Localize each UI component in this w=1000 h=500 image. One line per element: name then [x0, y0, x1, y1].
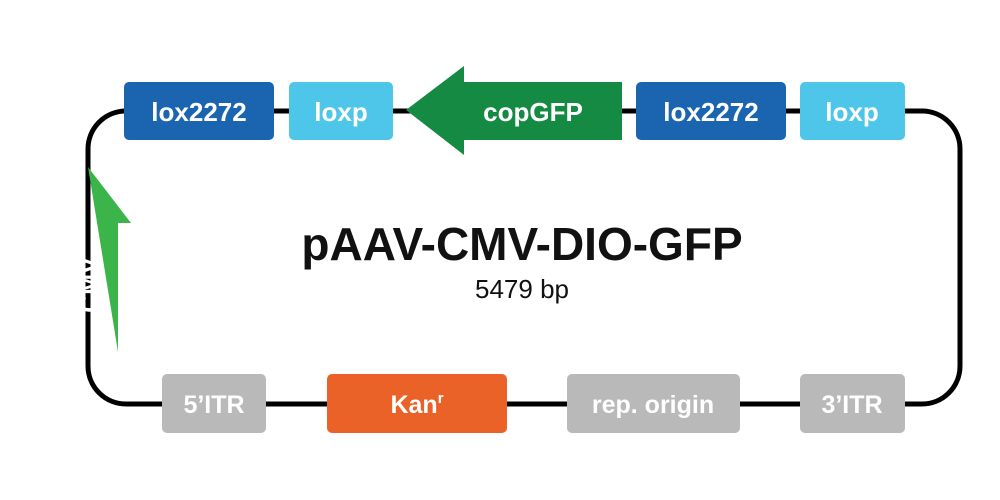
loxp-left-label: loxp — [314, 97, 367, 127]
rep-origin-label: rep. origin — [592, 391, 714, 419]
lox2272-left-box — [124, 82, 274, 140]
lox2272-right-label: lox2272 — [663, 97, 758, 127]
loxp-right-label: loxp — [825, 97, 878, 127]
itr5-box — [162, 374, 266, 433]
feature-kanr: Kanr — [327, 374, 507, 433]
lox2272-right-box — [636, 82, 786, 140]
itr5-label: 5’ITR — [183, 391, 244, 419]
feature-loxp-right: loxp — [800, 82, 905, 140]
kanr-label-superscript: r — [438, 390, 444, 407]
kanr-box — [327, 374, 507, 433]
copgfp-label: copGFP — [483, 97, 583, 127]
kanr-label: Kanr — [390, 390, 443, 419]
lox2272-left-label: lox2272 — [151, 97, 246, 127]
loxp-left-box — [289, 82, 393, 140]
feature-copgfp-arrow: copGFP — [406, 66, 622, 155]
feature-cmv-arrow: CMV — [76, 167, 131, 352]
feature-5itr: 5’ITR — [162, 374, 266, 433]
rep-origin-box — [567, 374, 740, 433]
feature-lox2272-right: lox2272 — [636, 82, 786, 140]
feature-loxp-left: loxp — [289, 82, 393, 140]
cmv-arrow-shape — [88, 167, 131, 352]
plasmid-size: 5479 bp — [475, 274, 569, 304]
kanr-label-main: Kan — [390, 391, 437, 419]
loxp-right-box — [800, 82, 905, 140]
itr3-box — [800, 374, 905, 433]
plasmid-name: pAAV-CMV-DIO-GFP — [301, 218, 742, 270]
feature-lox2272-left: lox2272 — [124, 82, 274, 140]
feature-rep-origin: rep. origin — [567, 374, 740, 433]
cmv-label: CMV — [76, 257, 104, 313]
itr3-label: 3’ITR — [821, 391, 882, 419]
feature-3itr: 3’ITR — [800, 374, 905, 433]
copgfp-arrow-shape — [406, 66, 622, 155]
